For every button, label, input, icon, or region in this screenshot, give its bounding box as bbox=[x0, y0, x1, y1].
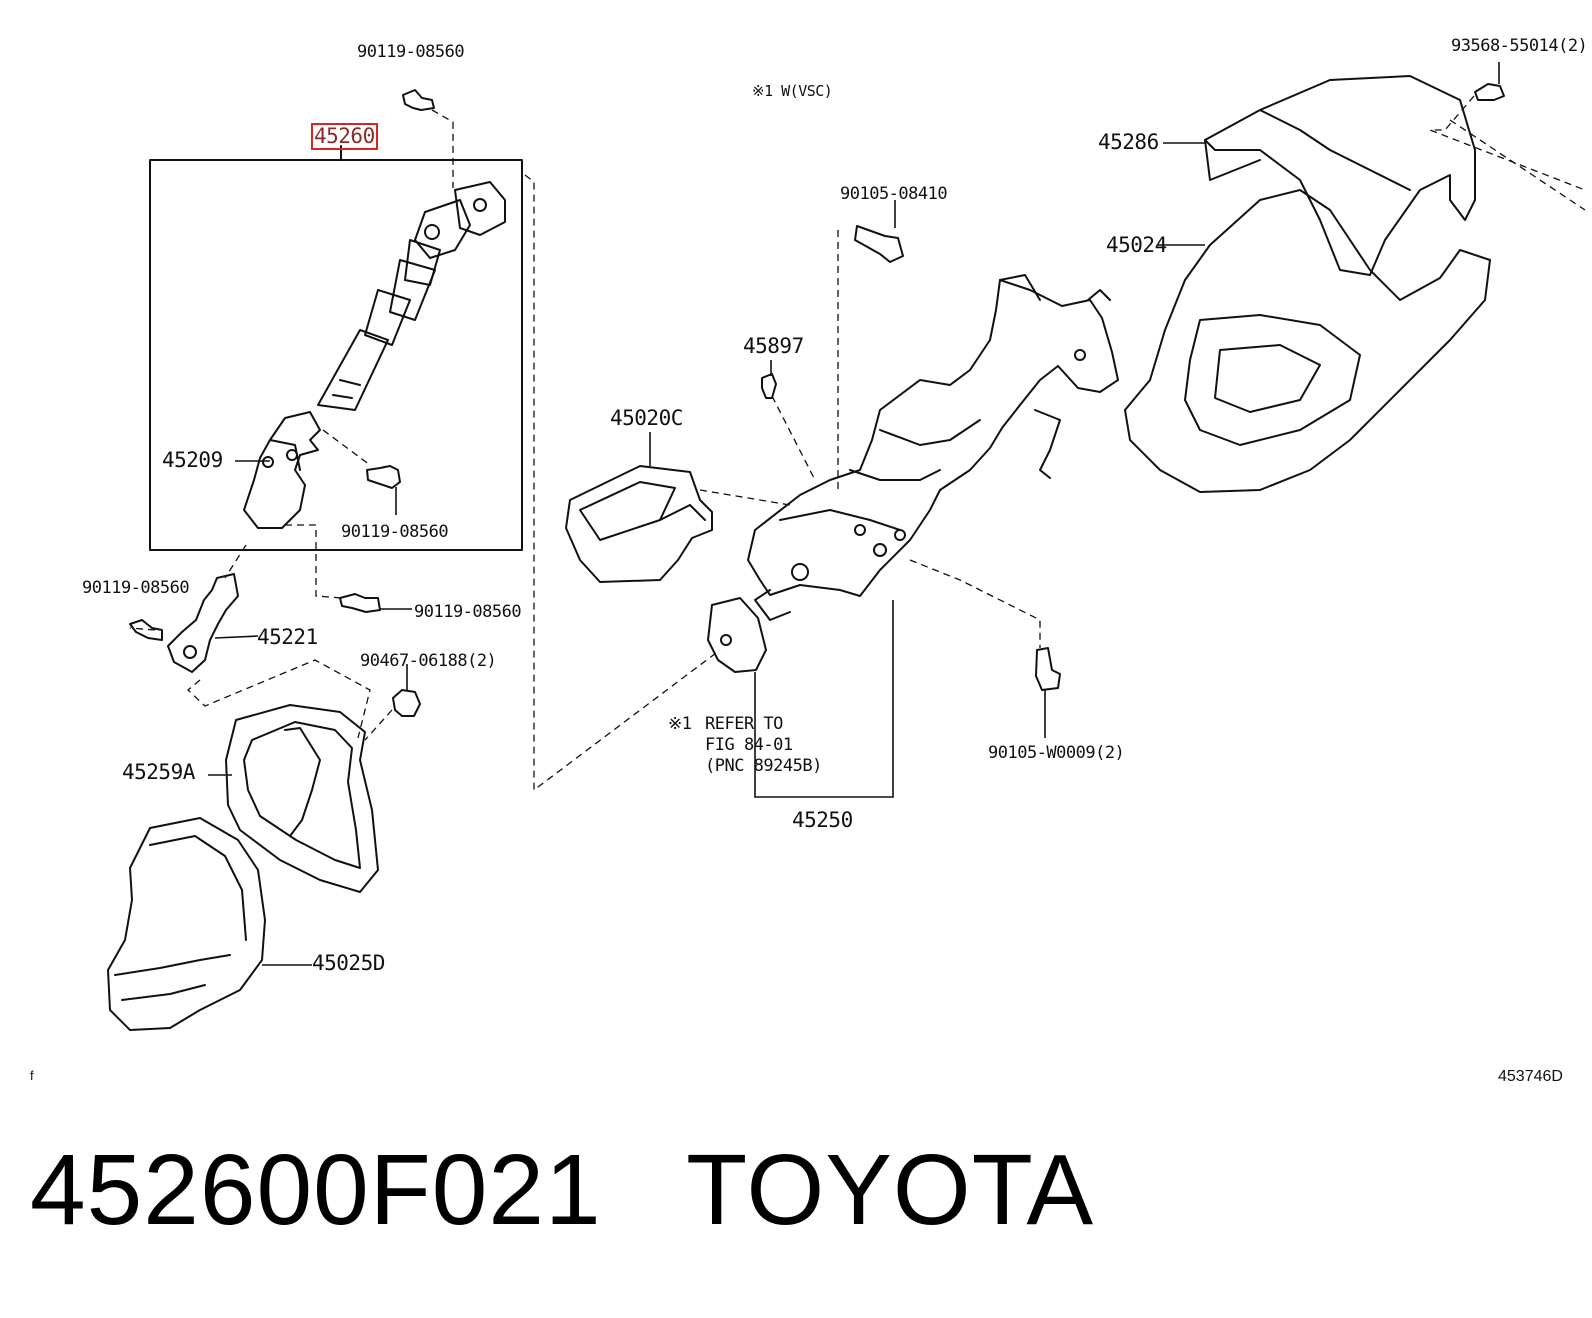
intermediate-shaft-drawing bbox=[317, 181, 506, 411]
footer-brand: TOYOTA bbox=[686, 1134, 1095, 1246]
dashed-guides bbox=[129, 95, 1586, 792]
label-90119-left: 90119-08560 bbox=[82, 578, 190, 598]
parts-diagram: 90119-08560 45260 45209 90119-08560 9011… bbox=[30, 36, 1588, 1086]
upper-cover-45286-drawing bbox=[1204, 75, 1476, 276]
refer-line-2: FIG 84-01 bbox=[705, 735, 793, 755]
label-45221: 45221 bbox=[257, 625, 318, 649]
yoke-45209-drawing bbox=[243, 411, 321, 529]
diagram-drawing bbox=[107, 62, 1586, 1031]
lower-cover-45024-drawing bbox=[1124, 189, 1491, 493]
label-45209: 45209 bbox=[162, 448, 223, 472]
column-45250-drawing bbox=[747, 274, 1119, 621]
refer-line-1: REFER TO bbox=[705, 714, 783, 734]
label-45259A: 45259A bbox=[122, 760, 195, 784]
footer-part-number: 452600F021 bbox=[30, 1134, 602, 1246]
boot-45025D-drawing bbox=[107, 817, 266, 1031]
label-90119-mid: 90119-08560 bbox=[341, 522, 449, 542]
leader-lines bbox=[208, 62, 1500, 966]
label-45897: 45897 bbox=[743, 334, 804, 358]
label-45020C: 45020C bbox=[610, 406, 683, 430]
sensor-drawing bbox=[707, 597, 767, 673]
vsc-note: ※1 W(VSC) bbox=[752, 82, 833, 100]
label-45286: 45286 bbox=[1098, 130, 1159, 154]
label-90119-top: 90119-08560 bbox=[357, 42, 465, 62]
label-90119-right: 90119-08560 bbox=[414, 602, 522, 622]
footer-caption: 452600F021 TOYOTA bbox=[30, 1140, 1094, 1240]
figure-id: 453746D bbox=[1498, 1068, 1563, 1085]
assembly-box-45260 bbox=[149, 159, 523, 551]
refer-mark: ※1 bbox=[668, 714, 692, 734]
label-45025D: 45025D bbox=[312, 951, 385, 975]
refer-line-3: (PNC 89245B) bbox=[705, 756, 822, 776]
label-45250: 45250 bbox=[792, 808, 853, 832]
joint-45221-drawing bbox=[167, 573, 239, 673]
label-45260-highlighted[interactable]: 45260 bbox=[311, 123, 378, 150]
corner-mark: f bbox=[30, 1068, 34, 1083]
label-45024: 45024 bbox=[1106, 233, 1167, 257]
bolt-drawings bbox=[129, 83, 1505, 717]
cover-45020C-drawing bbox=[565, 465, 713, 583]
label-90105-W0009: 90105-W0009(2) bbox=[988, 743, 1125, 763]
label-93568: 93568-55014(2) bbox=[1451, 36, 1588, 56]
label-90105-08410: 90105-08410 bbox=[840, 184, 948, 204]
label-90467: 90467-06188(2) bbox=[360, 651, 497, 671]
cover-45259A-drawing bbox=[225, 704, 379, 893]
